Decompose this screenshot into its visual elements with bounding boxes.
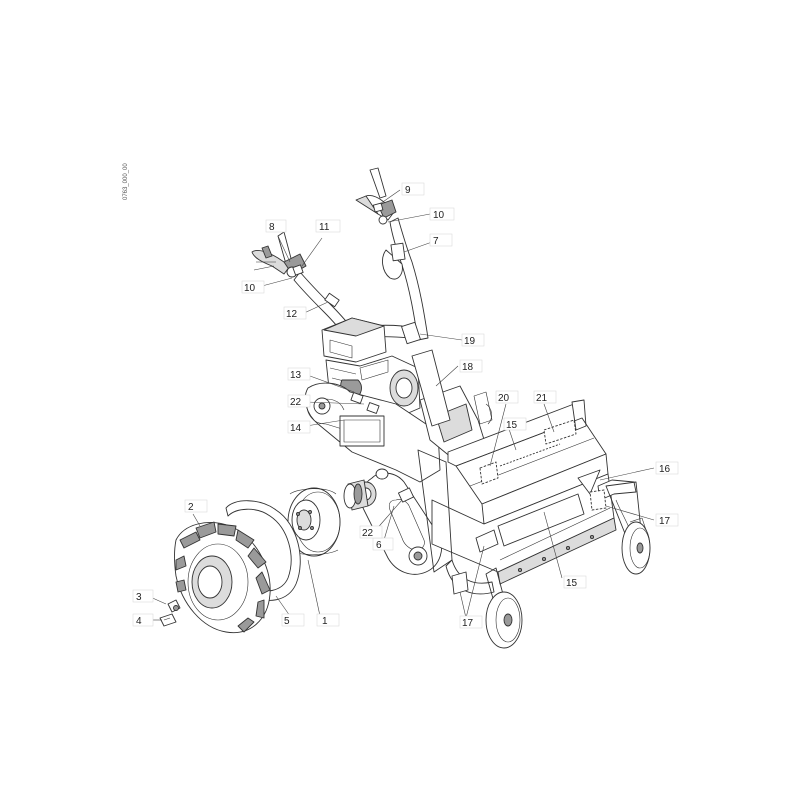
callout-label-12: 12 (286, 309, 298, 320)
callout-14[interactable]: 14 (287, 420, 311, 434)
callout-label-19: 19 (464, 336, 476, 347)
callout-9[interactable]: 9 (401, 182, 425, 196)
callout-2[interactable]: 2 (184, 499, 208, 513)
callout-label-22a: 22 (290, 397, 302, 408)
callout-label-7: 7 (433, 236, 439, 247)
callout-10-left[interactable]: 10 (241, 280, 265, 294)
callout-6[interactable]: 6 (372, 537, 394, 551)
callout-19[interactable]: 19 (461, 333, 485, 347)
callout-10-right[interactable]: 10 (429, 207, 455, 221)
callout-label-17a: 17 (462, 618, 474, 629)
callout-label-8: 8 (269, 222, 275, 233)
callout-5[interactable]: 5 (281, 613, 305, 627)
callout-22-lower[interactable]: 22 (359, 525, 383, 539)
callout-11[interactable]: 11 (315, 219, 341, 233)
callout-label-11: 11 (319, 222, 330, 233)
callout-3[interactable]: 3 (132, 589, 154, 603)
callout-label-10b: 10 (433, 210, 445, 221)
callout-label-20: 20 (498, 393, 510, 404)
callout-label-4: 4 (136, 616, 142, 627)
callout-label-17b: 17 (659, 516, 671, 527)
callout-1[interactable]: 1 (316, 613, 340, 627)
callout-15-upper[interactable]: 15 (503, 417, 527, 431)
callout-21[interactable]: 21 (533, 390, 557, 404)
callout-22-upper[interactable]: 22 (287, 394, 311, 408)
callout-label-2: 2 (188, 502, 194, 513)
callout-16[interactable]: 16 (655, 461, 679, 475)
callout-18[interactable]: 18 (459, 359, 483, 373)
decals (292, 202, 607, 595)
callout-7[interactable]: 7 (429, 233, 453, 247)
callout-label-9: 9 (405, 185, 411, 196)
callout-13[interactable]: 13 (287, 367, 311, 381)
tyre (174, 521, 271, 634)
callout-label-10a: 10 (244, 283, 256, 294)
valve (159, 599, 181, 627)
figure-code: 0763_000_00 (123, 163, 129, 200)
callout-17-right[interactable]: 17 (655, 513, 679, 527)
callouts: 1 2 3 4 5 6 7 8 9 10 10 11 12 13 14 15 1… (132, 182, 679, 629)
callout-label-18: 18 (462, 362, 474, 373)
callout-label-6: 6 (376, 540, 382, 551)
callout-17-lower-left[interactable]: 17 (459, 615, 483, 629)
callout-label-5: 5 (284, 616, 290, 627)
callout-label-22b: 22 (362, 528, 374, 539)
wheel-rim (287, 487, 341, 557)
callout-label-21: 21 (536, 393, 548, 404)
front-right-wheel (621, 517, 651, 575)
callout-label-15b: 15 (566, 578, 578, 589)
callout-label-1: 1 (322, 616, 328, 627)
callout-label-15a: 15 (506, 420, 518, 431)
callout-label-13: 13 (290, 370, 302, 381)
front-left-wheel (485, 567, 523, 649)
callout-15-lower[interactable]: 15 (563, 575, 587, 589)
callout-label-14: 14 (290, 423, 302, 434)
machine-drawing (159, 167, 651, 649)
callout-4[interactable]: 4 (132, 613, 154, 627)
callout-20[interactable]: 20 (495, 390, 519, 404)
drive-arm (343, 468, 442, 575)
callout-8[interactable]: 8 (265, 219, 287, 233)
callout-12[interactable]: 12 (283, 306, 307, 320)
callout-label-3: 3 (136, 592, 142, 603)
callout-label-16: 16 (659, 464, 671, 475)
